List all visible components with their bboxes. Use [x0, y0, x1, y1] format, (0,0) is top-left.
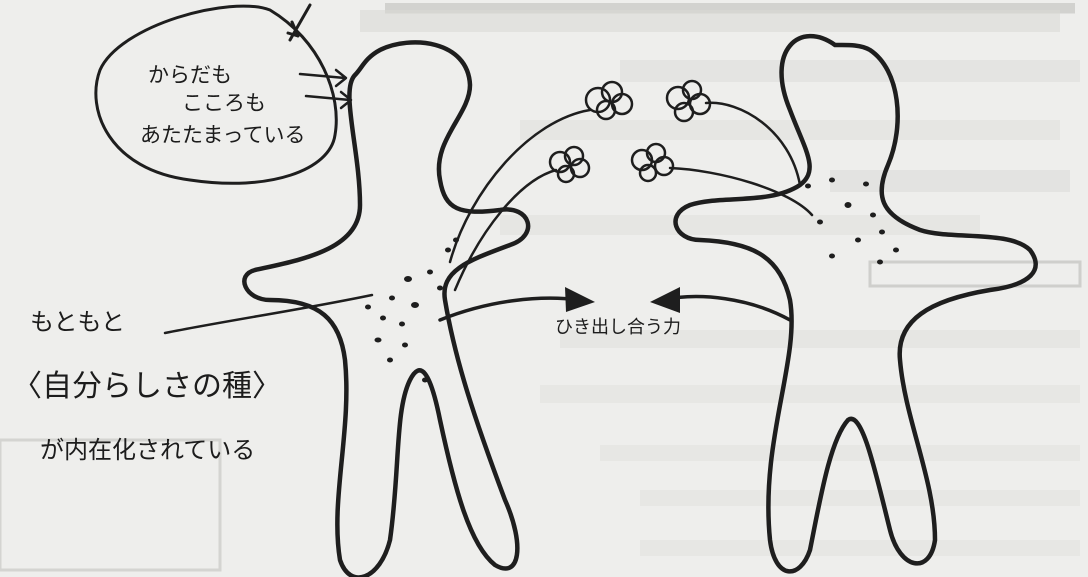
thought-bubble: からだも こころも あたたまっている [96, 5, 351, 183]
cloud-puff-1 [586, 82, 632, 119]
bubble-line-2: こころも [182, 91, 266, 115]
bubble-line-3: あたたまっている [140, 123, 305, 147]
left-note-line-1: もともと [30, 308, 125, 336]
cloud-puff-3 [550, 147, 589, 182]
left-note: もともと 〈自分らしさの種〉 が内在化されている [12, 295, 372, 464]
left-note-line-3: が内在化されている [40, 436, 255, 464]
cloud-puff-2 [667, 81, 710, 121]
mutual-pull-arrows [440, 287, 790, 320]
left-note-line-2: 〈自分らしさの種〉 [12, 369, 282, 404]
cloud-puff-4 [632, 144, 673, 181]
center-caption: ひき出し合う力 [555, 317, 681, 338]
bubble-line-1: からだも [148, 63, 232, 87]
bleed-through-text [0, 8, 1080, 570]
